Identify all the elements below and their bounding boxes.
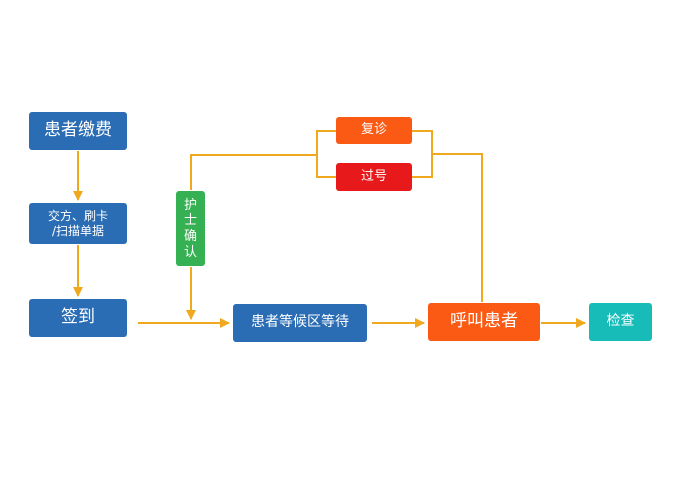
bracket-left: [316, 130, 336, 178]
node-call-patient: 呼叫患者: [428, 303, 540, 341]
node-patient-payment: 患者缴费: [29, 112, 127, 150]
node-nurse-confirm: 护 士 确 认: [176, 191, 205, 266]
node-submit-prescription-scan: 交方、刷卡 /扫描单据: [29, 203, 127, 244]
line-call-up: [432, 153, 483, 302]
node-skipped: 过号: [336, 163, 412, 191]
bracket-right: [412, 130, 433, 178]
node-waiting-area: 患者等候区等待: [233, 304, 367, 342]
line-bracket-to-nurse: [190, 154, 317, 190]
node-check-in: 签到: [29, 299, 127, 337]
node-revisit: 复诊: [336, 117, 412, 144]
node-examination: 检查: [589, 303, 652, 341]
